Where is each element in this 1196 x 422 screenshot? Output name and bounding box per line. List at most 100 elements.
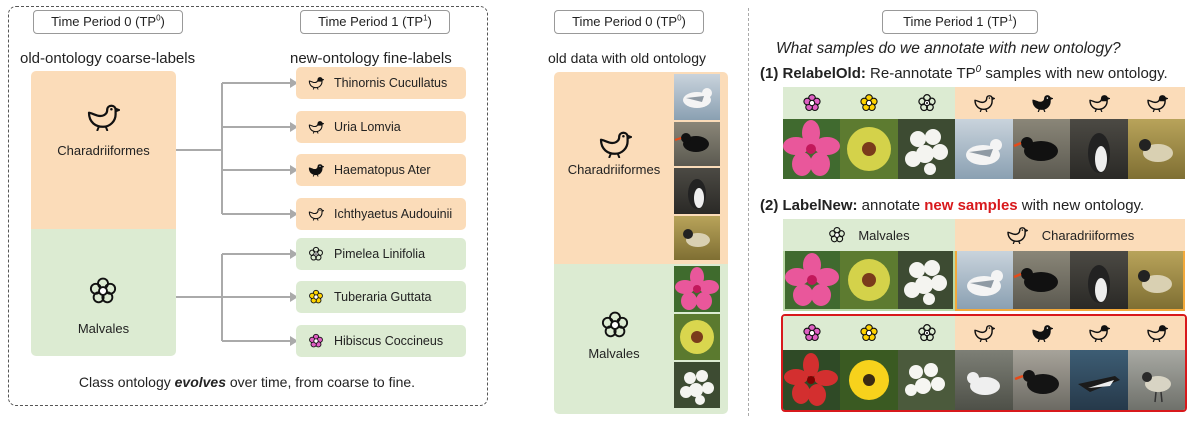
- middle-header: old data with old ontology: [548, 50, 706, 66]
- bird-icon: [973, 324, 995, 342]
- bird-photo-icon: [1078, 376, 1120, 392]
- flower-photo-icon: [675, 267, 719, 310]
- bird-icon: [308, 206, 324, 222]
- panel-divider: [748, 8, 749, 416]
- right-tp1-label: Time Period 1 (TP1): [882, 10, 1038, 34]
- photo-red-flower: [783, 350, 840, 410]
- bird-photo-icon: [1013, 268, 1058, 292]
- photo-plover: [674, 216, 720, 260]
- label-cell: [1013, 316, 1070, 350]
- fine-label-pimelea: Pimelea Linifolia: [296, 238, 466, 270]
- photo-hibiscus: [783, 119, 840, 179]
- flower-photo-icon: [849, 360, 889, 400]
- bird-icon: [1006, 226, 1028, 244]
- flower-photo-icon: [905, 363, 945, 396]
- coarse-label: Charadriiformes: [567, 162, 661, 177]
- photo-oystercatcher-new: [1013, 350, 1070, 410]
- label-cell: [955, 87, 1013, 119]
- bird-icon: [1146, 324, 1168, 342]
- flower-photo-icon: [904, 260, 947, 305]
- bird-icon: [1088, 324, 1110, 342]
- label-cell: [1128, 316, 1185, 350]
- left-caption: Class ontology evolves over time, from c…: [78, 374, 416, 390]
- photo-oystercatcher: [1013, 251, 1070, 309]
- bird-photo-icon: [1013, 137, 1058, 161]
- flower-photo-icon: [680, 370, 714, 405]
- photo-oystercatcher: [674, 122, 720, 166]
- flower-photo-icon: [680, 320, 714, 354]
- bird-photo-icon: [674, 133, 709, 152]
- label-cell: [1128, 87, 1185, 119]
- coarse-block-malvales: Malvales: [31, 229, 176, 356]
- left-panel: [8, 6, 488, 406]
- flower-photo-icon: [784, 353, 838, 406]
- bird-icon: [1031, 324, 1053, 342]
- photo-yellow-flower: [840, 350, 898, 410]
- bird-icon: [308, 162, 324, 178]
- bird-photo-icon: [967, 270, 1003, 296]
- bird-icon: [598, 130, 632, 158]
- flower-photo-icon: [783, 120, 840, 176]
- bird-photo-icon: [683, 229, 710, 247]
- label-new-heading: (2) LabelNew: annotate new samples with …: [760, 197, 1145, 214]
- bird-photo-icon: [1142, 372, 1171, 403]
- bird-icon: [308, 75, 324, 91]
- photo-murre: [1070, 251, 1128, 309]
- bird-photo-icon: [1088, 133, 1110, 173]
- flower-icon: [859, 93, 879, 113]
- bird-photo-icon: [683, 88, 712, 108]
- photo-pimelea: [674, 362, 720, 408]
- flower-icon: [828, 226, 846, 244]
- flower-icon: [802, 93, 822, 113]
- photo-plover: [1128, 251, 1183, 309]
- flower-photo-icon: [785, 253, 839, 306]
- label-cell: [783, 87, 840, 119]
- fine-label-tuberaria: Tuberaria Guttata: [296, 281, 466, 313]
- flower-photo-icon: [847, 127, 891, 171]
- label-cell: [1070, 316, 1128, 350]
- coarse-label: Charadriiformes: [57, 143, 150, 158]
- photo-plover: [1128, 119, 1185, 179]
- label-cell: [955, 316, 1013, 350]
- coarse-block-charadriiformes: Charadriiformes: [31, 71, 176, 229]
- group-header-charadriiformes: Charadriiformes: [955, 219, 1185, 251]
- photo-murre: [1070, 119, 1128, 179]
- label-cell: [898, 316, 955, 350]
- photo-gull: [955, 119, 1013, 179]
- photo-tuberaria: [840, 119, 898, 179]
- photo-oystercatcher: [1013, 119, 1070, 179]
- photo-gull: [957, 251, 1013, 309]
- flower-icon: [600, 310, 630, 340]
- bird-icon: [308, 119, 324, 135]
- group-header-malvales: Malvales: [783, 219, 955, 251]
- photo-plover-new: [1128, 350, 1185, 410]
- annotation-question: What samples do we annotate with new ont…: [776, 40, 1121, 57]
- flower-icon: [859, 323, 879, 343]
- flower-icon: [308, 246, 324, 262]
- fine-label-haematopus: Haematopus Ater: [296, 154, 466, 186]
- coarse-label: Malvales: [77, 321, 130, 336]
- flower-icon: [917, 93, 937, 113]
- bird-icon: [1031, 94, 1053, 112]
- bird-photo-icon: [967, 372, 1000, 395]
- fine-label-hibiscus: Hibiscus Coccineus: [296, 325, 466, 357]
- flower-icon: [917, 323, 937, 343]
- fine-label-ichthyaetus: Ichthyaetus Audouinii: [296, 198, 466, 230]
- label-new-samples-strip: [781, 314, 1187, 412]
- bird-photo-icon: [1139, 139, 1173, 162]
- flower-icon: [308, 289, 324, 305]
- photo-tuberaria: [674, 314, 720, 360]
- photo-hibiscus: [785, 251, 840, 309]
- bird-photo-icon: [966, 139, 1002, 165]
- flower-photo-icon: [905, 129, 948, 175]
- photo-hibiscus: [674, 266, 720, 312]
- photo-gull-new: [955, 350, 1013, 410]
- fine-label-thinornis: Thinornis Cucullatus: [296, 67, 466, 99]
- label-cell: [840, 316, 898, 350]
- bird-photo-icon: [688, 179, 706, 209]
- relabel-old-strip: [783, 87, 1185, 179]
- ontology-connectors: [176, 78, 298, 346]
- bird-icon: [973, 94, 995, 112]
- label-cell: [1070, 87, 1128, 119]
- flower-icon: [802, 323, 822, 343]
